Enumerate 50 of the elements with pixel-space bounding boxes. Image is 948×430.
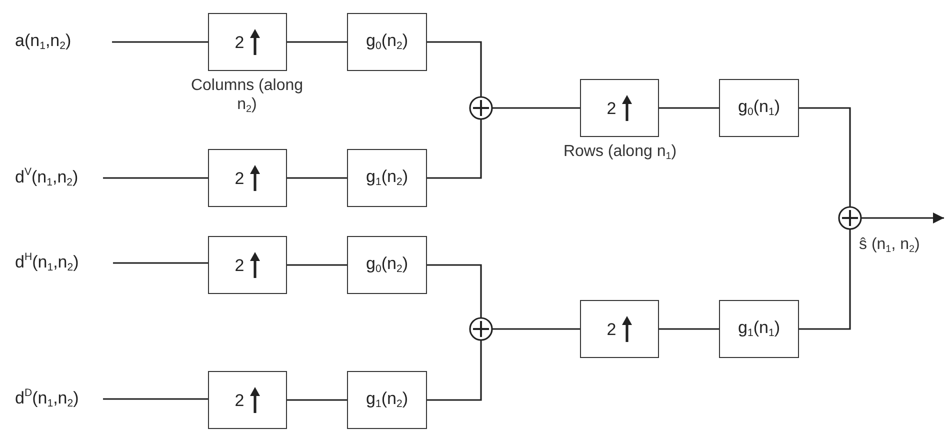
signal-line <box>287 41 347 43</box>
upsampler-box <box>208 13 287 71</box>
filter-label: g$_{0}$(n$_{2}$) <box>366 32 408 52</box>
signal-line <box>287 264 347 266</box>
upsample-factor: 2 <box>234 34 244 50</box>
signal-line <box>113 262 208 264</box>
input-signal-label: d$^{H}$(n$_{1}$,n$_{2}$) <box>15 252 79 274</box>
upsampler-box <box>208 149 287 207</box>
upsample-factor: 2 <box>606 320 616 338</box>
signal-line <box>659 328 719 330</box>
signal-line <box>492 107 580 109</box>
arrow <box>861 212 944 224</box>
signal-line <box>103 177 208 179</box>
filter-box <box>347 13 427 71</box>
edge-label: ŝ (n$_{1}$, n$_{2}$) <box>858 236 921 255</box>
upsampler-box <box>208 371 287 429</box>
filter-label: g$_{0}$(n$_{1}$) <box>738 98 780 118</box>
signal-line <box>659 107 719 109</box>
upsample-factor: 2 <box>606 100 616 116</box>
signal-line <box>287 399 347 401</box>
signal-line <box>427 41 482 97</box>
signal-line <box>492 328 580 330</box>
upsample-factor: 2 <box>234 256 244 274</box>
upsampler-box <box>580 79 659 137</box>
upsample-factor: 2 <box>234 392 244 408</box>
filter-label: g$_{1}$(n$_{2}$) <box>366 168 408 188</box>
filter-label: g$_{1}$(n$_{2}$) <box>366 390 408 410</box>
signal-line <box>287 177 347 179</box>
stage-caption: Rows (along n$_{1}$) <box>562 142 678 164</box>
signal-line <box>427 340 482 401</box>
upsampler-box <box>580 300 659 358</box>
signal-line <box>427 119 482 179</box>
signal-line <box>799 107 851 207</box>
signal-line <box>799 229 851 330</box>
input-signal-label: a(n$_{1}$,n$_{2}$) <box>15 32 72 52</box>
filter-box <box>347 149 427 207</box>
filter-box <box>347 236 427 294</box>
filter-box <box>719 79 799 137</box>
upsample-factor: 2 <box>234 170 244 186</box>
signal-line <box>427 264 482 318</box>
filter-box <box>719 300 799 358</box>
filter-box <box>347 371 427 429</box>
input-signal-label: d$^{V}$(n$_{1}$,n$_{2}$) <box>15 167 78 189</box>
input-signal-label: d$^{D}$(n$_{1}$,n$_{2}$) <box>15 388 79 410</box>
signal-line <box>112 41 208 43</box>
signal-line <box>103 398 208 400</box>
stage-caption: Columns (along n$_{2}$) <box>190 76 304 117</box>
filter-label: g$_{1}$(n$_{1}$) <box>738 319 780 339</box>
upsampler-box <box>208 236 287 294</box>
filter-label: g$_{0}$(n$_{2}$) <box>366 255 408 275</box>
